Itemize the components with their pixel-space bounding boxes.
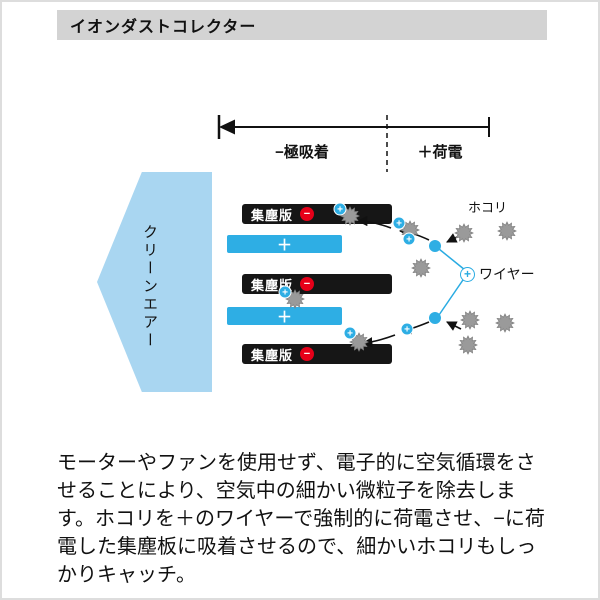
flow-arrow <box>361 334 396 348</box>
plus-sign: ＋ <box>276 308 292 326</box>
flow-arrow <box>446 233 462 243</box>
positive-charge-bar-1: ＋ <box>227 235 342 254</box>
plus-sign: ＋ <box>276 236 292 254</box>
description-text: モーターやファンを使用せず、電子的に空気循環をさせることにより、空気中の細かい微… <box>57 452 545 586</box>
plus-charge-badge: + <box>402 232 416 246</box>
plus-charge-badge: + <box>400 322 414 336</box>
dust-particle-icon <box>460 310 480 330</box>
wire-label-group: + ワイヤー <box>460 264 535 284</box>
dust-particle-icon <box>458 335 478 355</box>
section-title: イオンダストコレクター <box>70 19 257 36</box>
clean-air-label: クリーンエアー <box>141 224 158 350</box>
plus-charge-badge: + <box>343 326 357 340</box>
flow-arrow <box>400 321 430 335</box>
dust-particle-icon <box>495 313 515 333</box>
plate-label: 集塵版 <box>251 207 294 223</box>
corona-dot <box>429 240 441 252</box>
dust-collection-plate-3: 集塵版 − <box>242 344 392 364</box>
plus-sign: + <box>404 325 410 336</box>
dust-particle-icon <box>497 221 517 241</box>
dust-particle-icon <box>454 223 474 243</box>
minus-sign: − <box>303 277 311 290</box>
wire-label: ワイヤー <box>479 266 535 282</box>
dust-collection-plate-2: 集塵版 − <box>242 274 392 294</box>
plus-sign: + <box>347 329 353 340</box>
minus-sign: − <box>303 347 311 360</box>
flow-arrow <box>446 321 462 331</box>
plus-charge-badge: + <box>392 216 406 230</box>
minus-charge-badge: − <box>300 277 315 291</box>
plus-sign: + <box>463 267 471 281</box>
dust-collection-plate-1: 集塵版 − <box>242 204 392 224</box>
positive-charge-bar-2: ＋ <box>227 307 342 326</box>
section-title-bar: イオンダストコレクター <box>57 10 547 40</box>
minus-charge-badge: − <box>300 347 315 361</box>
corona-dot <box>429 312 441 324</box>
plus-circle-icon: + <box>460 266 475 282</box>
dust-particle-icon <box>400 220 420 240</box>
plate-label: 集塵版 <box>251 347 294 363</box>
minus-sign: − <box>303 207 311 220</box>
plate-label: 集塵版 <box>251 277 294 293</box>
bracket-left-arrowhead-icon <box>219 119 235 135</box>
zone-label-positive-charging: ＋荷電 <box>417 144 463 161</box>
flow-arrow <box>398 226 430 241</box>
plus-sign: + <box>396 219 402 230</box>
zone-label-negative-adsorption: −極吸着 <box>275 144 329 161</box>
dust-particle-icon <box>411 258 431 278</box>
dust-label: ホコリ <box>468 200 508 215</box>
plus-sign: + <box>406 235 412 246</box>
minus-charge-badge: − <box>300 207 315 221</box>
